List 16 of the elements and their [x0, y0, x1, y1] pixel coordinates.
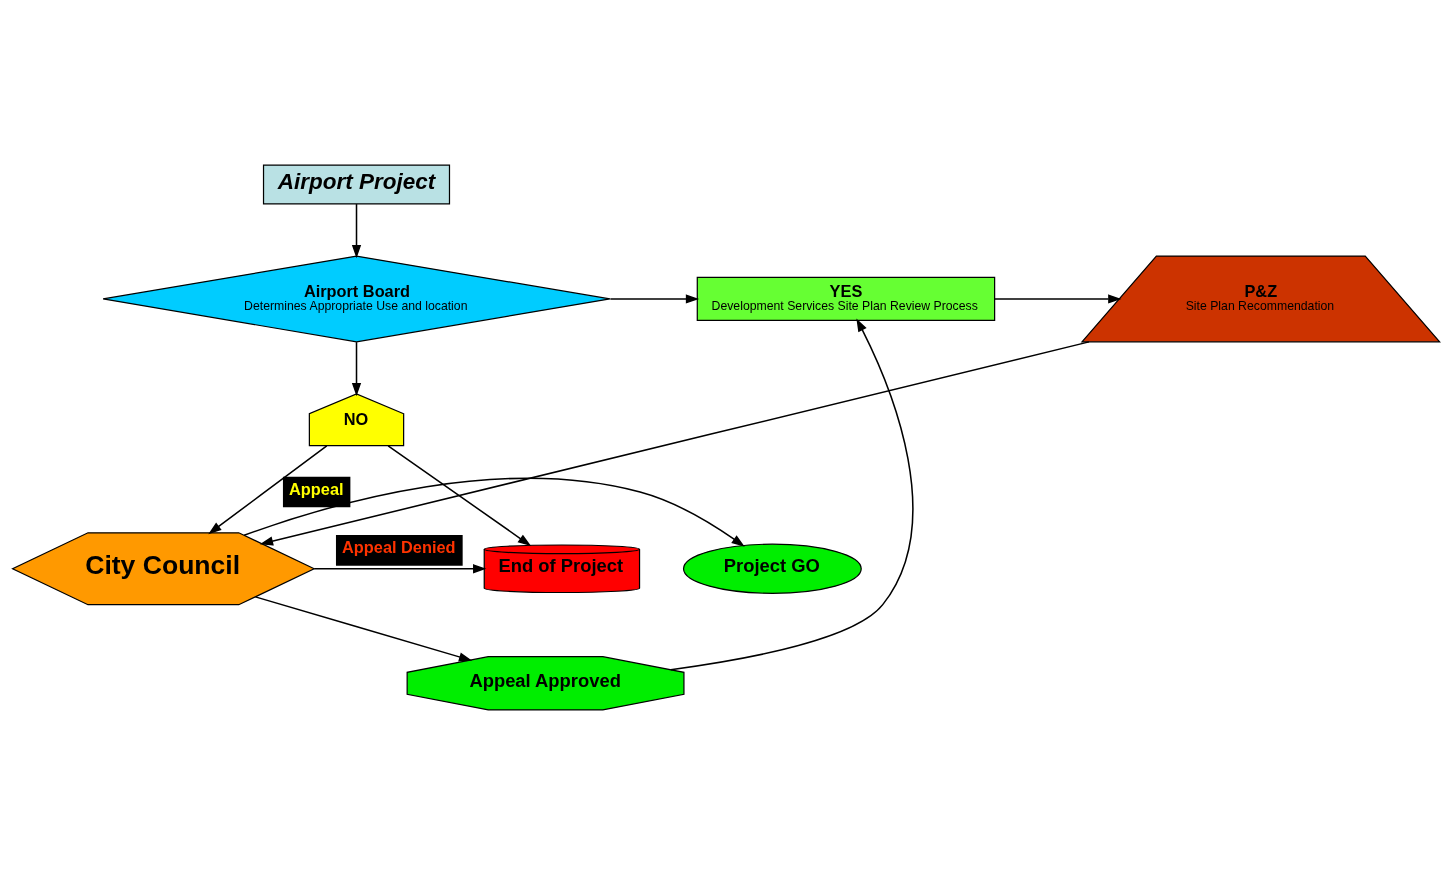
node-box: Airport Project	[262, 163, 451, 205]
arrow	[351, 202, 362, 258]
arrow	[208, 444, 328, 534]
arrow	[313, 563, 487, 573]
arrow	[670, 317, 914, 670]
edge-label: Appeal Denied	[342, 537, 456, 556]
arrow	[993, 293, 1122, 304]
arrow	[609, 293, 700, 304]
arrow	[254, 595, 473, 661]
node-ellipse: Project GO	[682, 543, 862, 594]
node-diamond: Airport Board Determines Appropriate Use and location	[102, 254, 611, 342]
arrow	[351, 340, 362, 396]
arrow	[387, 444, 532, 546]
edge-label: Appeal	[289, 479, 344, 498]
arrow	[259, 340, 1090, 546]
node-box: YES Development Services Site Plan Review Process	[696, 276, 996, 321]
